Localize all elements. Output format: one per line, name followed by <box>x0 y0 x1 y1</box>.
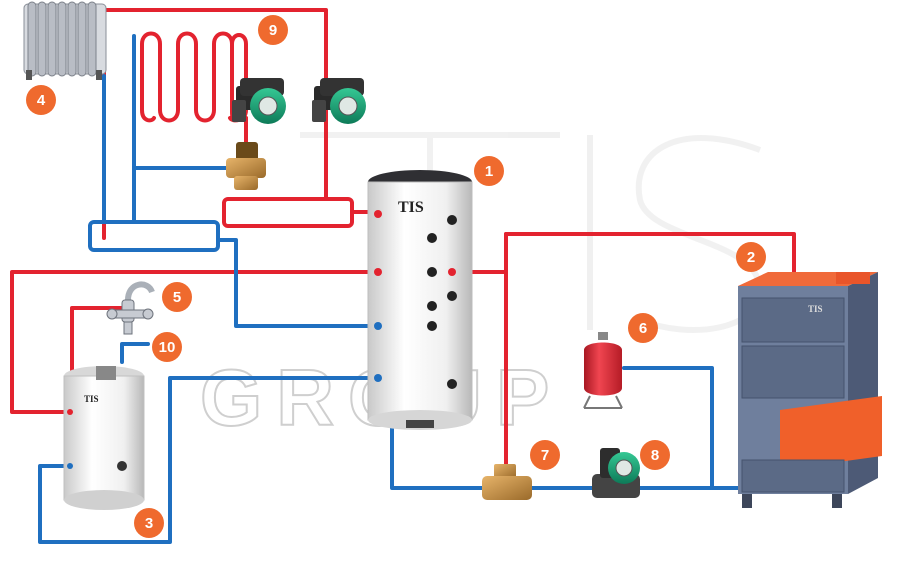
callout-2: 2 <box>736 242 766 272</box>
callout-10: 10 <box>152 332 182 362</box>
boiler-icon: TIS <box>738 272 882 508</box>
callout-8: 8 <box>640 440 670 470</box>
tank-logo: TIS <box>398 199 424 216</box>
callout-7: 7 <box>530 440 560 470</box>
cold-pipes <box>38 34 744 544</box>
circulation-pump-icon <box>232 78 286 124</box>
circulation-pump-icon <box>312 78 366 124</box>
callout-9: 9 <box>258 15 288 45</box>
mixing-valve-icon <box>226 142 266 190</box>
circulation-pump-icon <box>592 448 640 498</box>
boiler-logo: TIS <box>808 304 823 314</box>
radiator-icon <box>23 1 107 80</box>
expansion-tank-icon <box>583 332 623 409</box>
storage-tank-icon: TIS <box>367 170 473 430</box>
heater-logo: TIS <box>84 394 99 404</box>
faucet-icon <box>106 281 155 335</box>
callout-5: 5 <box>162 282 192 312</box>
water-heater-icon: TIS <box>63 366 145 510</box>
callout-1: 1 <box>474 156 504 186</box>
callout-6: 6 <box>628 313 658 343</box>
callout-4: 4 <box>26 85 56 115</box>
mixing-valve-icon <box>482 464 532 500</box>
callout-3: 3 <box>134 508 164 538</box>
